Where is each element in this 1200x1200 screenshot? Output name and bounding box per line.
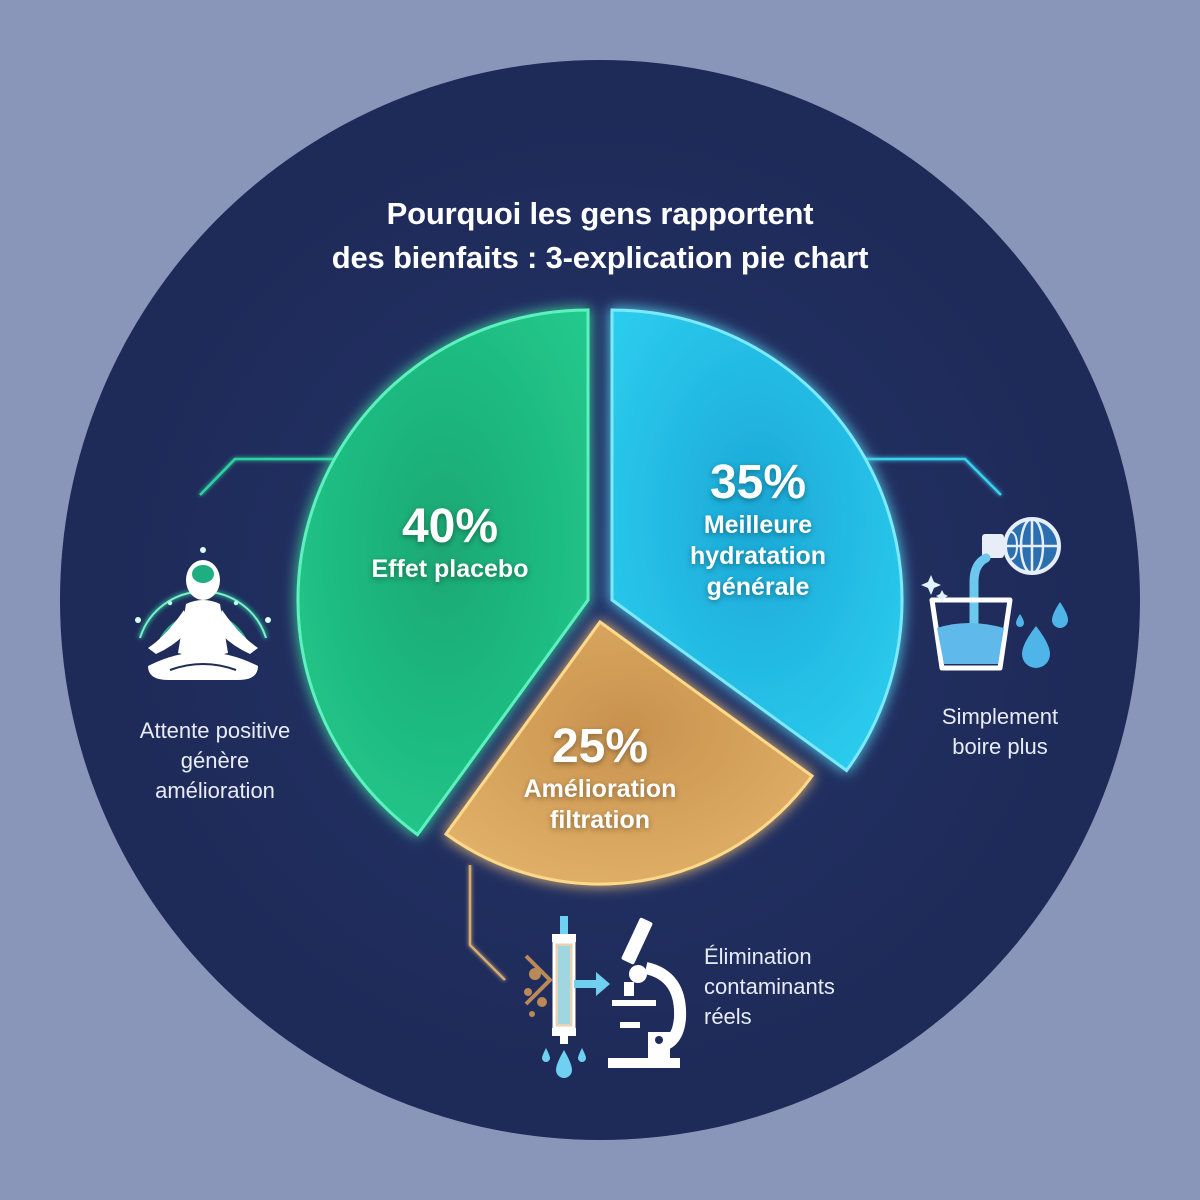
meditation-brain-icon [118, 518, 288, 708]
chart-title-line-1: Pourquoi les gens rapportent [386, 196, 814, 231]
slice-label-filtration: 25% Amélioration filtration [480, 720, 720, 836]
slice-name-hydration-line-3: générale [706, 573, 810, 601]
pie-slice-filtration[interactable] [443, 619, 815, 886]
hydration-connector-line [850, 457, 1002, 496]
slice-percent-filtration: 25% [551, 720, 649, 773]
callout-line: génère [180, 748, 250, 773]
slice-label-hydration: 35% Meilleure hydratation générale [628, 456, 888, 603]
callout-text-placebo: Attente positive génère amélioration [100, 716, 330, 806]
callout-line: amélioration [155, 778, 275, 803]
callout-text-hydration: Simplement boire plus [900, 702, 1100, 762]
water-glass-globe-icon [918, 510, 1098, 680]
callout-line: réels [704, 1004, 752, 1029]
pie-slice-placebo[interactable] [296, 308, 590, 837]
chart-title-line-2: des bienfaits : 3-explication pie chart [331, 240, 869, 275]
slice-percent-placebo: 40% [401, 500, 499, 553]
filter-microscope-icon [520, 914, 690, 1084]
callout-line: contaminants [704, 974, 835, 999]
slice-name-placebo: Effet placebo [371, 555, 529, 583]
callout-line: Attente positive [139, 718, 291, 743]
slice-label-placebo: 40% Effet placebo [330, 500, 570, 585]
slice-name-filtration-line-2: filtration [550, 806, 650, 834]
filtration-connector-line [468, 865, 506, 981]
callout-line: boire plus [952, 734, 1048, 759]
background-circle [60, 60, 1140, 1140]
slice-name-filtration-line-1: Amélioration [523, 775, 677, 803]
slice-name-hydration-line-2: hydratation [689, 542, 827, 570]
pie-slice-hydration[interactable] [610, 308, 904, 773]
callout-text-filtration: Élimination contaminants réels [704, 942, 904, 1032]
callout-line: Simplement [941, 704, 1059, 729]
callout-line: Élimination [704, 944, 812, 969]
chart-title: Pourquoi les gens rapportent des bienfai… [0, 192, 1200, 280]
slice-percent-hydration: 35% [709, 456, 807, 509]
slice-name-hydration-line-1: Meilleure [703, 511, 813, 539]
placebo-connector-line [199, 457, 350, 496]
